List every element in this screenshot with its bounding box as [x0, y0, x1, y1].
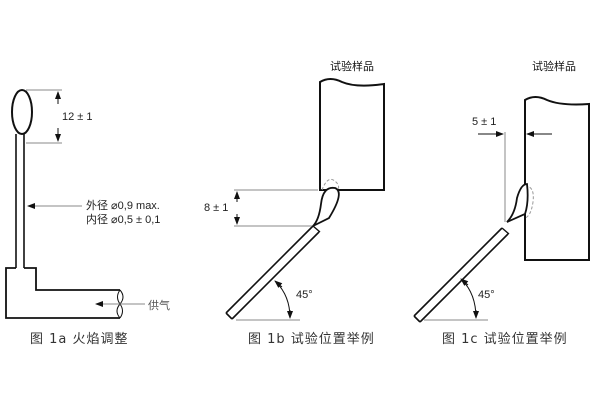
distance-label-c: 5 ± 1	[472, 116, 497, 128]
figure-1b-caption: 图 1b 试验位置举例	[248, 332, 375, 347]
inner-diameter-label: 内径 ⌀0,5 ± 0,1	[86, 214, 161, 226]
specimen-label-b: 试验样品	[330, 61, 374, 73]
figure-1a-burner	[5, 89, 145, 319]
flame-shape	[11, 89, 33, 135]
angle-label-b: 45°	[296, 289, 313, 301]
flame-height-label: 12 ± 1	[62, 111, 93, 123]
outer-diameter-label: 外径 ⌀0,9 max.	[86, 200, 160, 212]
distance-label-b: 8 ± 1	[204, 202, 229, 214]
angle-label-c: 45°	[478, 289, 495, 301]
figure-1b-setup	[225, 78, 385, 321]
specimen-label-c: 试验样品	[532, 61, 576, 73]
figure-1c-setup	[413, 96, 590, 323]
figure-1c-caption: 图 1c 试验位置举例	[442, 332, 568, 347]
gas-supply-label: 供气	[148, 300, 170, 312]
figure-1a-caption: 图 1a 火焰调整	[30, 332, 129, 347]
